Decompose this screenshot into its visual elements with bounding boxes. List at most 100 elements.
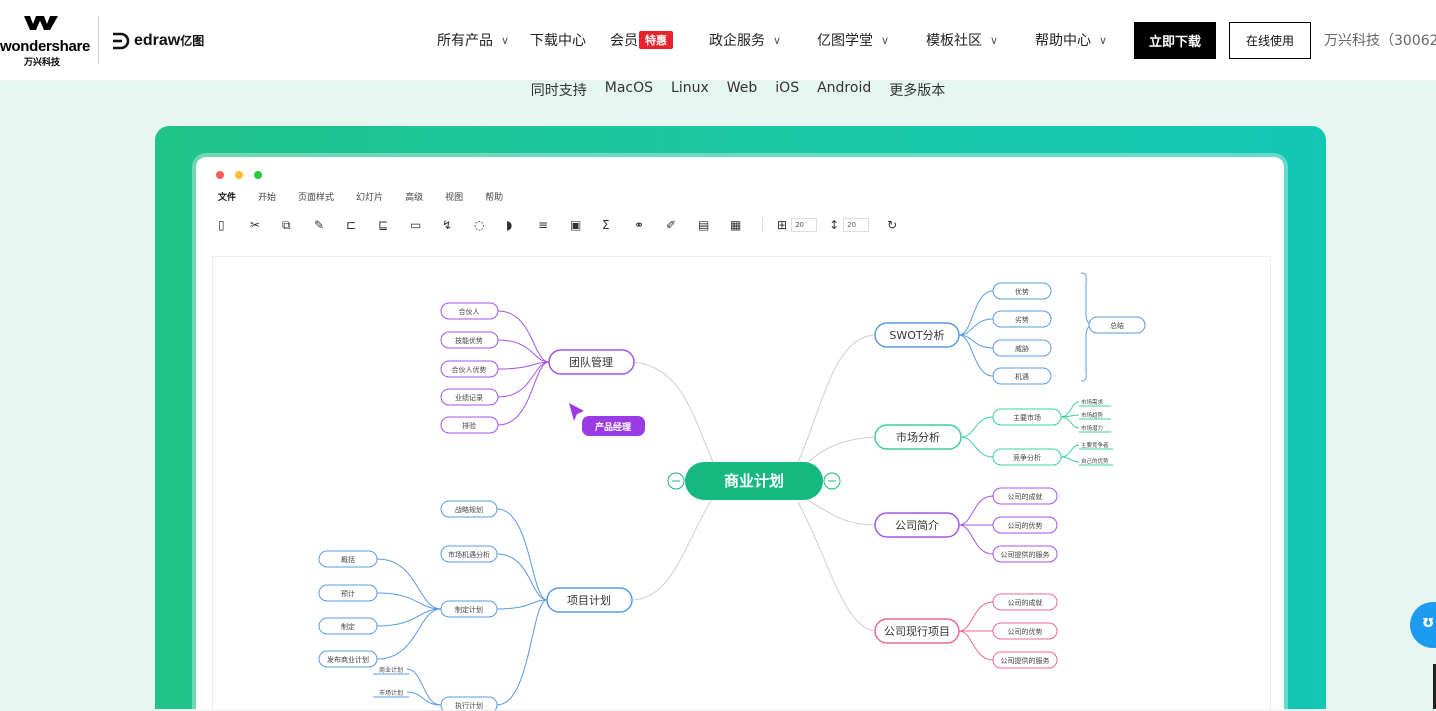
table-icon[interactable]: ▦	[730, 218, 742, 232]
scissors-icon[interactable]: ✂	[250, 218, 261, 232]
window-close-dot[interactable]	[216, 171, 224, 179]
nav-all-products[interactable]: 所有产品∨	[437, 33, 510, 49]
download-now-button[interactable]: 立即下载	[1134, 22, 1216, 59]
tag-icon[interactable]: ◗	[506, 218, 513, 232]
vertical-spacing-input[interactable]: 20	[843, 218, 870, 232]
swot-child-node[interactable]: 威胁	[992, 339, 1052, 357]
menu-help[interactable]: 帮助	[485, 193, 504, 203]
project-child-node[interactable]: 执行计划	[440, 696, 498, 710]
plan-child-node[interactable]: 概括	[318, 550, 378, 568]
mindmap-center-node[interactable]: 商业计划	[685, 462, 823, 500]
nav-download-center[interactable]: 下载中心	[530, 33, 586, 49]
window-maximize-dot[interactable]	[254, 171, 262, 179]
platform-link-android[interactable]: Android	[817, 80, 872, 96]
market-leaf-node[interactable]: 主要竞争者	[1079, 441, 1113, 450]
platform-link-web[interactable]: Web	[726, 80, 758, 96]
market-leaf-node[interactable]: 市场需求	[1079, 398, 1111, 407]
horizontal-spacing-input[interactable]: 20	[791, 218, 818, 232]
branch-swot-node[interactable]: SWOT分析	[874, 322, 960, 348]
svg-text:发布商业计划: 发布商业计划	[327, 655, 369, 664]
menu-page-style[interactable]: 页面样式	[298, 193, 335, 203]
menu-view[interactable]: 视图	[445, 193, 464, 203]
branch-company-node[interactable]: 公司简介	[874, 512, 960, 538]
project-child-node[interactable]: 战略规划	[440, 500, 498, 518]
copy-icon[interactable]: ⧉	[282, 217, 291, 232]
market-child-node[interactable]: 竞争分析	[992, 448, 1062, 466]
svg-text:概括: 概括	[341, 555, 355, 564]
swot-summary-node[interactable]: 总结	[1088, 316, 1146, 334]
swot-child-node[interactable]: 机遇	[992, 367, 1052, 385]
branch-team-node[interactable]: 团队管理	[548, 349, 635, 375]
clipboard-icon[interactable]: ▯	[218, 218, 225, 232]
market-leaf-node[interactable]: 市场潜力	[1079, 424, 1111, 433]
platform-link-ios[interactable]: iOS	[775, 80, 800, 96]
svg-text:主要市场: 主要市场	[1013, 413, 1041, 422]
chevron-down-icon: ∨	[773, 33, 782, 47]
wondershare-logo[interactable]: wondershare 万兴科技	[0, 14, 92, 68]
plan-child-node[interactable]: 发布商业计划	[318, 650, 378, 668]
team-child-node[interactable]: 合伙人	[440, 302, 499, 320]
comment-icon[interactable]: ◌	[474, 218, 485, 232]
projects-child-node[interactable]: 公司提供的服务	[992, 651, 1058, 669]
branch-project-node[interactable]: 项目计划	[546, 587, 633, 613]
market-leaf-node[interactable]: 市场趋势	[1079, 411, 1111, 420]
nav-member[interactable]: 会员特惠	[610, 28, 673, 52]
topic-icon[interactable]: ⊏	[346, 218, 357, 232]
company-child-node[interactable]: 公司提供的服务	[992, 545, 1058, 563]
subtopic-icon[interactable]: ⊑	[378, 218, 389, 232]
horizontal-spacing-control[interactable]: ⊞20	[777, 217, 818, 233]
exec-child-node[interactable]: 商业计划	[373, 666, 409, 675]
collapse-right-icon[interactable]	[823, 472, 841, 490]
swot-child-node[interactable]: 优势	[992, 282, 1052, 300]
image-icon[interactable]: ▣	[570, 218, 582, 232]
use-online-button[interactable]: 在线使用	[1229, 22, 1311, 59]
projects-child-node[interactable]: 公司的优势	[992, 622, 1058, 640]
link-icon[interactable]: ⚭	[634, 218, 645, 232]
branch-market-node[interactable]: 市场分析	[874, 424, 962, 450]
collapse-left-icon[interactable]	[667, 472, 685, 490]
connector-icon[interactable]: ↯	[442, 218, 453, 232]
company-child-node[interactable]: 公司的成就	[992, 487, 1058, 505]
menu-start[interactable]: 开始	[258, 193, 277, 203]
platform-link-more[interactable]: 更多版本	[889, 83, 946, 99]
pen-icon[interactable]: ✐	[666, 218, 677, 232]
formula-icon[interactable]: Σ	[602, 218, 610, 232]
market-leaf-node[interactable]: 自己的优势	[1079, 457, 1113, 466]
plan-child-node[interactable]: 预计	[318, 584, 378, 602]
brush-icon[interactable]: ✎	[314, 218, 325, 232]
platform-link-linux[interactable]: Linux	[671, 80, 709, 96]
nav-academy[interactable]: 亿图学堂∨	[817, 33, 890, 49]
branch-current-projects-node[interactable]: 公司现行项目	[874, 618, 960, 644]
swot-child-node[interactable]: 劣势	[992, 310, 1052, 328]
team-child-node[interactable]: 合伙人优势	[440, 360, 499, 378]
team-child-node[interactable]: 技能优势	[440, 331, 499, 349]
vertical-spacing-control[interactable]: ↕20	[829, 217, 870, 233]
window-minimize-dot[interactable]	[235, 171, 243, 179]
exec-child-node[interactable]: 市场计划	[373, 689, 409, 698]
plan-child-node[interactable]: 制定	[318, 617, 378, 635]
nav-gov-service[interactable]: 政企服务∨	[709, 33, 782, 49]
list-icon[interactable]: ≡	[538, 218, 549, 232]
menu-slides[interactable]: 幻灯片	[356, 193, 384, 203]
team-child-node[interactable]: 排验	[440, 416, 499, 434]
market-child-node[interactable]: 主要市场	[992, 408, 1062, 426]
project-child-node[interactable]: 制定计划	[440, 600, 498, 618]
menu-file[interactable]: 文件	[218, 193, 237, 203]
project-child-node[interactable]: 市场机遇分析	[440, 545, 498, 563]
mindmap-canvas[interactable]: 商业计划 产品经理 团队管理 合伙人 技能优势 合伙人优势 业绩记录 排验	[212, 256, 1271, 711]
team-child-node[interactable]: 业绩记录	[440, 388, 499, 406]
collaborator-tag: 产品经理	[582, 416, 645, 436]
frame-icon[interactable]: ▭	[410, 218, 422, 232]
nav-help-center[interactable]: 帮助中心∨	[1035, 33, 1108, 49]
menu-advanced[interactable]: 高级	[405, 193, 424, 203]
svg-text:团队管理: 团队管理	[569, 355, 613, 369]
note-icon[interactable]: ▤	[698, 218, 710, 232]
center-node-label: 商业计划	[724, 472, 784, 490]
platform-link-macos[interactable]: MacOS	[604, 80, 654, 96]
nav-template-community[interactable]: 模板社区∨	[926, 33, 999, 49]
svg-text:市场计划: 市场计划	[379, 689, 403, 697]
refresh-icon[interactable]: ↻	[887, 218, 898, 232]
edraw-logo[interactable]: edraw亿图	[110, 30, 204, 52]
projects-child-node[interactable]: 公司的成就	[992, 593, 1058, 611]
company-child-node[interactable]: 公司的优势	[992, 516, 1058, 534]
